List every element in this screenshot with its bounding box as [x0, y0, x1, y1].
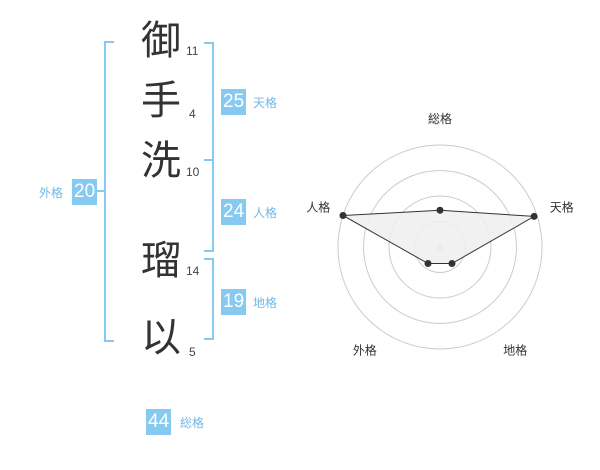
radar-points	[339, 206, 538, 268]
jinkaku-badge: 24	[221, 199, 247, 225]
gaikaku-bracket	[104, 41, 114, 342]
stroke-count-1: 11	[186, 44, 199, 58]
radar-ring-2	[388, 195, 492, 299]
radar-grid	[337, 144, 543, 350]
soukaku-badge: 44	[146, 409, 172, 435]
tenkaku-badge: 25	[221, 89, 247, 115]
tenkaku-label: 天格	[253, 96, 278, 110]
gaikaku-badge: 20	[72, 179, 98, 205]
radar-series	[341, 209, 536, 265]
radar-axis-label-3: 地格	[503, 343, 527, 358]
stroke-count-3: 10	[186, 165, 200, 179]
radar-polygon	[341, 209, 536, 265]
jinkaku-label: 人格	[253, 206, 278, 220]
radar-axis-label-4: 外格	[353, 343, 377, 358]
name-char-4: 瑠	[141, 238, 181, 284]
chikaku-badge: 19	[221, 289, 247, 315]
stroke-count-2: 4	[189, 107, 196, 121]
gaikaku-tick	[96, 190, 105, 192]
radar-ring-4	[337, 144, 543, 350]
gaikaku-label: 外格	[39, 186, 64, 200]
radar-axis-label-2: 天格	[550, 199, 574, 214]
chikaku-label: 地格	[253, 296, 278, 310]
radar-point-1	[436, 206, 444, 214]
soukaku-label: 総格	[180, 416, 205, 430]
stroke-count-4: 14	[186, 264, 200, 278]
chikaku-bracket	[204, 258, 214, 340]
radar-point-3	[448, 260, 456, 268]
jinkaku-bracket	[204, 159, 214, 252]
name-char-3: 洗	[141, 138, 181, 184]
radar-point-2	[530, 212, 538, 220]
name-char-5: 以	[141, 315, 181, 361]
radar-ring-3	[363, 170, 517, 324]
radar-point-5	[339, 211, 347, 219]
radar-axis-label-5: 人格	[306, 199, 330, 214]
name-char-2: 手	[141, 78, 181, 124]
stroke-count-5: 5	[189, 345, 196, 359]
name-char-1: 御	[141, 18, 181, 64]
radar-point-4	[424, 260, 432, 268]
radar-axis-label-1: 総格	[428, 111, 452, 126]
